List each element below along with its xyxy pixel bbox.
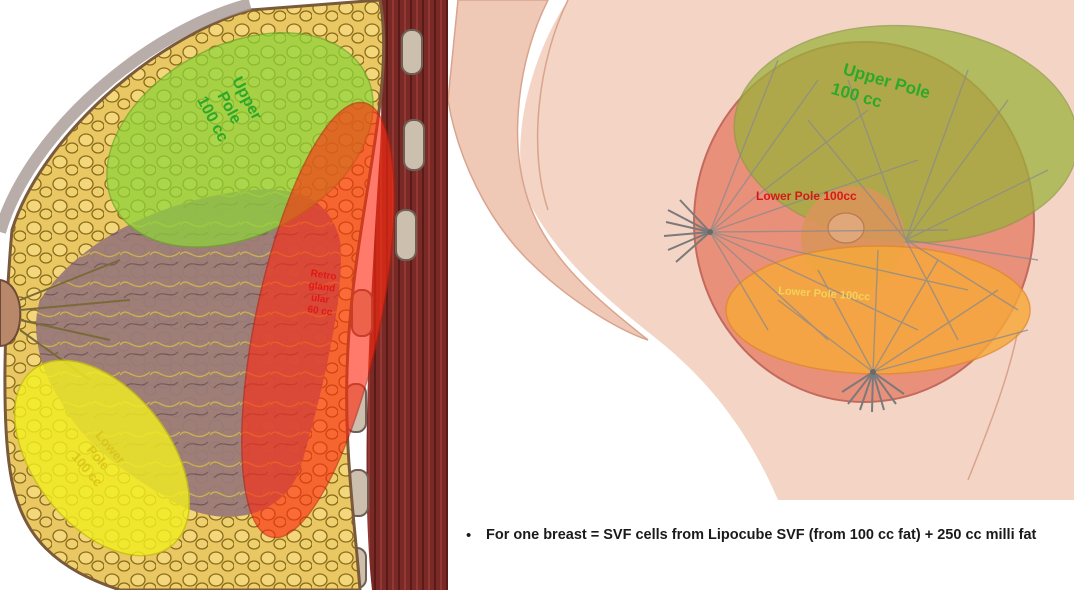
- frontal-breast-svg: Upper Pole 100 cc Lower Pole 100cc Lower…: [448, 0, 1074, 590]
- caption-bullet: •: [466, 527, 471, 544]
- sagittal-breast-illustration: Upper Pole 100 cc Retro gland ular 60 cc…: [0, 0, 448, 590]
- nipple-right: [828, 213, 864, 243]
- lower-pole-red-label: Lower Pole 100cc: [756, 189, 857, 203]
- caption-text: For one breast = SVF cells from Lipocube…: [486, 527, 1072, 543]
- frontal-breast-illustration: Upper Pole 100 cc Lower Pole 100cc Lower…: [448, 0, 1074, 590]
- sagittal-breast-svg: Upper Pole 100 cc Retro gland ular 60 cc…: [0, 0, 448, 590]
